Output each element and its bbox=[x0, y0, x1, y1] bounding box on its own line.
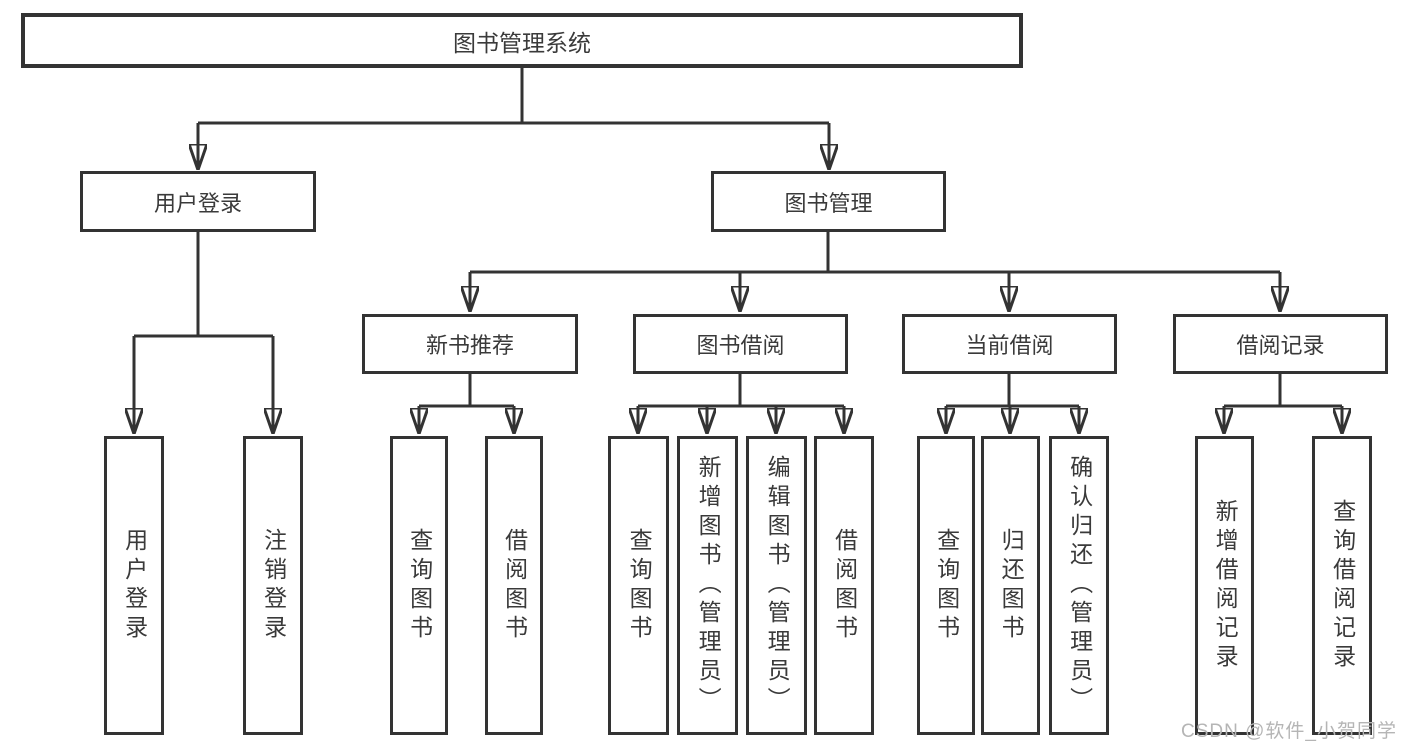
connector-book-mgmt-to-level3 bbox=[470, 232, 1280, 311]
node-label: 归还图书 bbox=[998, 527, 1025, 644]
connector-new-book-recommend-to-leaves bbox=[419, 374, 514, 433]
node-label: 图书管理 bbox=[784, 190, 873, 216]
node-label: 借阅图书 bbox=[501, 527, 528, 644]
connector-user-login-to-leaves bbox=[134, 232, 273, 433]
node-label: 查询图书 bbox=[933, 527, 960, 644]
node-label: 当前借阅 bbox=[965, 333, 1054, 358]
node-label: 图书管理系统 bbox=[453, 29, 591, 56]
node-label: 借阅记录 bbox=[1236, 333, 1325, 358]
node-label: 编辑图书（管理员） bbox=[764, 455, 791, 716]
node-user-login: 用户登录 bbox=[80, 171, 316, 232]
node-label: 查询图书 bbox=[626, 527, 653, 644]
connector-root-to-level2 bbox=[198, 68, 829, 169]
leaf-confirm-return-admin: 确认归还（管理员） bbox=[1049, 436, 1109, 735]
connector-book-borrow-to-leaves bbox=[638, 374, 844, 433]
connector-borrow-records-to-leaves bbox=[1224, 374, 1342, 433]
leaf-add-books-admin: 新增图书（管理员） bbox=[677, 436, 738, 735]
node-label: 新增借阅记录 bbox=[1212, 498, 1239, 673]
node-label: 确认归还（管理员） bbox=[1066, 455, 1093, 716]
leaf-borrow-books-1: 借阅图书 bbox=[485, 436, 543, 735]
leaf-borrow-books-2: 借阅图书 bbox=[814, 436, 874, 735]
csdn-watermark: CSDN @软件_小贺同学 bbox=[1181, 721, 1397, 742]
leaf-query-books-3: 查询图书 bbox=[917, 436, 975, 735]
node-label: 图书借阅 bbox=[696, 333, 785, 358]
leaf-logout: 注销登录 bbox=[243, 436, 303, 735]
node-label: 用户登录 bbox=[121, 527, 148, 644]
connector-current-borrow-to-leaves bbox=[946, 374, 1079, 433]
node-book-management-system: 图书管理系统 bbox=[21, 13, 1023, 68]
node-book-management: 图书管理 bbox=[711, 171, 946, 232]
leaf-query-books-1: 查询图书 bbox=[390, 436, 448, 735]
node-label: 借阅图书 bbox=[831, 527, 858, 644]
node-new-book-recommend: 新书推荐 bbox=[362, 314, 578, 374]
node-label: 用户登录 bbox=[153, 190, 242, 216]
leaf-return-books: 归还图书 bbox=[981, 436, 1040, 735]
leaf-query-borrow-record: 查询借阅记录 bbox=[1312, 436, 1372, 735]
node-label: 查询借阅记录 bbox=[1329, 498, 1356, 673]
node-label: 查询图书 bbox=[406, 527, 433, 644]
leaf-edit-books-admin: 编辑图书（管理员） bbox=[746, 436, 807, 735]
leaf-query-books-2: 查询图书 bbox=[608, 436, 669, 735]
node-book-borrow: 图书借阅 bbox=[633, 314, 848, 374]
leaf-user-login: 用户登录 bbox=[104, 436, 164, 735]
node-borrow-records: 借阅记录 bbox=[1173, 314, 1388, 374]
node-current-borrow: 当前借阅 bbox=[902, 314, 1117, 374]
node-label: 注销登录 bbox=[260, 527, 287, 644]
leaf-add-borrow-record: 新增借阅记录 bbox=[1195, 436, 1254, 735]
node-label: 新增图书（管理员） bbox=[695, 455, 722, 716]
node-label: 新书推荐 bbox=[425, 333, 514, 358]
